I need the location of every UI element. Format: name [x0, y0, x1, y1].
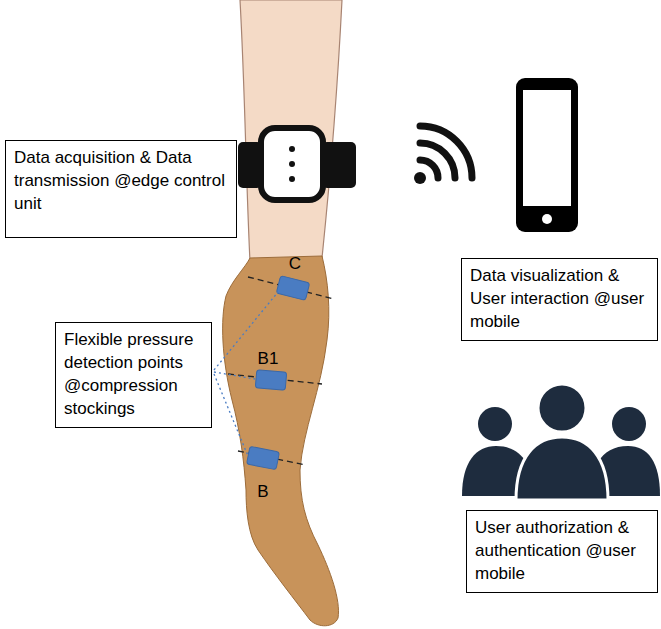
dot	[289, 161, 295, 167]
box-text: Data visualization & User interaction @u…	[470, 265, 649, 334]
control-unit	[261, 128, 323, 200]
pressure-sensor	[255, 370, 286, 391]
phone-screen	[523, 90, 571, 206]
pressure-sensor	[276, 276, 309, 301]
dot	[289, 176, 295, 182]
leader-line	[214, 374, 248, 456]
compression-stocking	[223, 256, 339, 626]
point-label: B	[257, 483, 268, 500]
person-body	[516, 437, 608, 500]
leader-line	[214, 292, 278, 370]
box-text: Data acquisition & Data transmission @ed…	[14, 147, 228, 216]
pressure-sensor	[247, 446, 280, 469]
text-box: Flexible pressure detection points @comp…	[55, 322, 212, 428]
point-label: B1	[258, 350, 279, 367]
strap	[322, 142, 356, 188]
box-text: User authorization & authentication @use…	[475, 517, 649, 586]
point-label: C	[289, 255, 301, 272]
box-text: Flexible pressure detection points @comp…	[64, 329, 203, 421]
phone-button	[542, 214, 552, 224]
phone	[516, 78, 578, 232]
thigh	[240, 0, 342, 262]
leader-line	[214, 372, 255, 379]
wifi-dot	[414, 172, 426, 184]
dot	[289, 146, 295, 152]
person-head	[538, 384, 586, 432]
text-box: Data acquisition & Data transmission @ed…	[5, 140, 237, 238]
person-head	[478, 407, 512, 441]
wifi-arc	[420, 143, 455, 178]
wifi-arc	[420, 160, 438, 178]
wifi-arc	[420, 126, 472, 178]
text-box: User authorization & authentication @use…	[466, 510, 658, 593]
text-box: Data visualization & User interaction @u…	[461, 258, 658, 341]
person-head	[612, 407, 646, 441]
